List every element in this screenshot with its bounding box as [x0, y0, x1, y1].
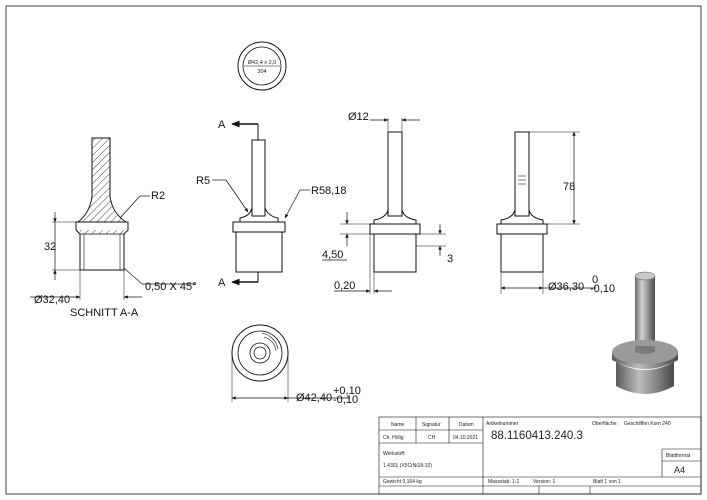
front-r58-label: R58,18 — [311, 185, 346, 197]
right-view: 78 Ø36,30 0 -0,10 — [496, 131, 615, 295]
front-view: A A R5 R58,18 — [196, 119, 346, 289]
right-diameter-label: Ø36,30 — [548, 281, 584, 293]
tb-material-label: Werkstoff: — [383, 451, 405, 457]
side-shoulder-label: 4,50 — [322, 249, 343, 261]
bottom-view: Ø42,40 +0,10 -0,10 — [231, 324, 361, 406]
tb-header-date: Datum — [459, 422, 474, 428]
tb-surface-value: Geschliffen Korn 240 — [624, 421, 671, 427]
tb-drawer-signature: CH — [428, 435, 436, 441]
tb-sheet-format-label: Blattformat — [666, 453, 691, 459]
title-block — [378, 416, 702, 495]
tb-weight: Gewicht 0,164 kg — [383, 479, 422, 485]
tb-article-number: 88.1160413.240.3 — [491, 430, 583, 442]
stamp-line1: Ø42,4 x 2,0 — [248, 60, 276, 66]
tb-sheet-format-value: A4 — [674, 465, 685, 475]
section-caption: SCHNITT A-A — [70, 307, 139, 319]
section-height-label: 32 — [44, 241, 56, 253]
tb-scale: Massstab: 1:2 — [488, 479, 519, 485]
section-marker-bottom: A — [218, 277, 226, 289]
material-stamp: Ø42,4 x 2,0 304 — [237, 41, 287, 91]
section-r2-label: R2 — [151, 190, 165, 202]
tb-version: Version: 1 — [533, 479, 555, 485]
section-rod — [76, 137, 128, 223]
bottom-tol-lower: -0,10 — [333, 394, 358, 406]
tb-article-label: Artikelnummer — [486, 421, 519, 427]
tb-header-name: Name — [391, 422, 405, 428]
sheet-border — [5, 5, 702, 495]
bottom-diameter-label: Ø42,40 — [296, 392, 332, 404]
isometric-render — [612, 271, 678, 394]
side-rod-diameter-label: Ø12 — [348, 111, 369, 123]
tb-material-value: 1.4301 (X5CrNi18-10) — [383, 463, 432, 469]
section-view-a-a: R2 32 Ø32,40 0,50 X 45° SCHNITT A-A — [30, 137, 197, 319]
stamp-line2: 304 — [257, 69, 266, 75]
right-tol-upper: 0 — [592, 274, 598, 286]
tb-drawer-name: Ch. Hölig — [383, 435, 404, 441]
section-chamfer-label: 0,50 X 45° — [145, 281, 197, 293]
side-gap-label: 0,20 — [334, 280, 355, 292]
right-height-label: 78 — [563, 181, 575, 193]
bottom-tol-upper: +0,10 — [333, 385, 361, 397]
side-view: Ø12 4,50 3 0,20 — [322, 111, 453, 294]
section-marker-top: A — [218, 119, 226, 131]
right-tol-lower: -0,10 — [590, 283, 615, 295]
tb-drawer-date: 04.10.2021 — [453, 435, 478, 441]
front-r5-label: R5 — [196, 175, 210, 187]
tb-sheet: Blatt 1 von 1 — [593, 479, 621, 485]
tb-surface-label: Oberfläche: — [592, 421, 618, 427]
section-diameter-label: Ø32,40 — [34, 294, 70, 306]
tb-header-signature: Signatur — [422, 422, 441, 428]
side-step-label: 3 — [447, 253, 453, 265]
